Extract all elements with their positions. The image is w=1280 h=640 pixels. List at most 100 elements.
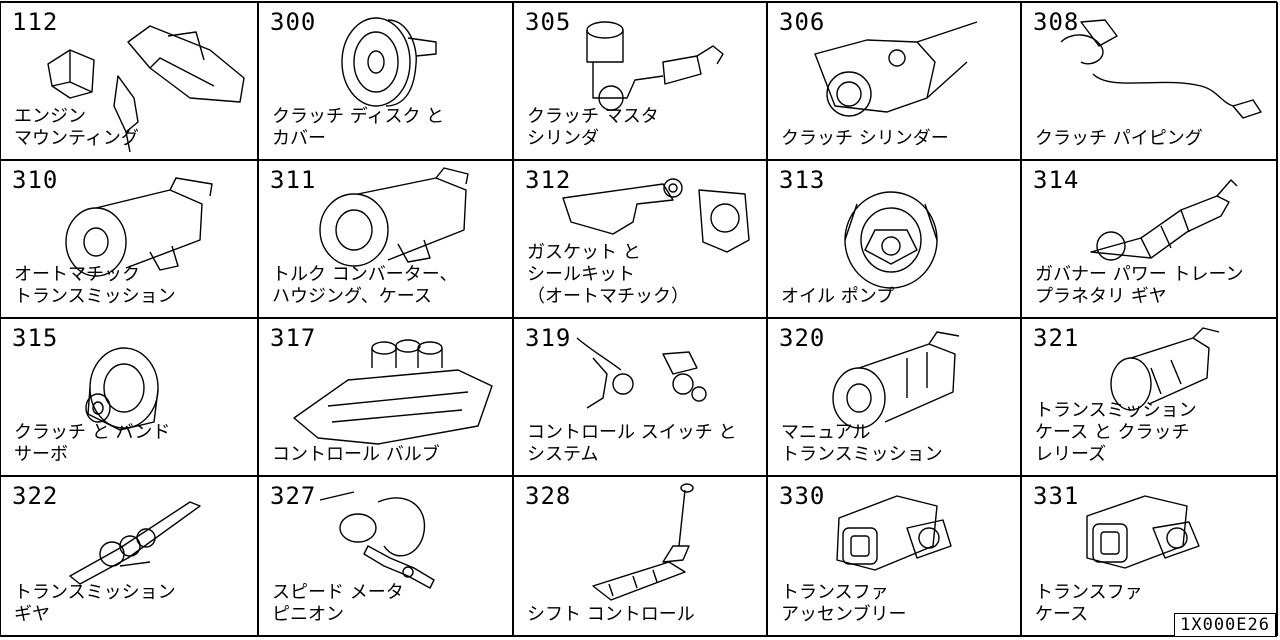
part-cell-305[interactable]: 305 クラッチ マスタシリンダ bbox=[513, 2, 767, 160]
part-name: マニュアルトランスミッション bbox=[781, 422, 943, 466]
part-name-line: サーボ bbox=[14, 444, 68, 465]
part-cell-310[interactable]: 310 オートマチックトランスミッション bbox=[0, 160, 258, 318]
part-name: クラッチ マスタシリンダ bbox=[527, 106, 659, 150]
part-name-line: オイル ポンプ bbox=[781, 286, 895, 307]
part-cell-308[interactable]: 308 クラッチ パイピング bbox=[1021, 2, 1277, 160]
part-name-line: コントロール スイッチ と bbox=[527, 422, 737, 443]
transfer-case-icon bbox=[1086, 495, 1200, 569]
part-code: 315 bbox=[12, 324, 59, 352]
clutch-disc-icon bbox=[341, 17, 437, 107]
clutch-piping-icon bbox=[1060, 19, 1262, 119]
part-name-line: アッセンブリー bbox=[781, 604, 907, 625]
part-cell-112[interactable]: 112 エンジンマウンティング bbox=[0, 2, 258, 160]
part-name: コントロール スイッチ とシステム bbox=[527, 422, 736, 466]
part-name: トランスファアッセンブリー bbox=[781, 582, 906, 626]
part-code: 306 bbox=[779, 8, 826, 36]
part-name: オイル ポンプ bbox=[781, 286, 894, 308]
part-name-line: トランスファ bbox=[1035, 582, 1143, 603]
control-valve-icon bbox=[293, 339, 493, 445]
part-name-line: システム bbox=[527, 444, 599, 465]
part-name-line: シフト コントロール bbox=[527, 604, 695, 625]
part-name-line: カバー bbox=[272, 128, 326, 149]
part-name-line: ガスケット と bbox=[527, 242, 641, 263]
part-code: 313 bbox=[779, 166, 826, 194]
part-name: オートマチックトランスミッション bbox=[14, 264, 176, 308]
part-code: 330 bbox=[779, 482, 826, 510]
part-code: 310 bbox=[12, 166, 59, 194]
part-cell-312[interactable]: 312 ガスケット とシールキット（オートマチック） bbox=[513, 160, 767, 318]
engine-mounting-icon bbox=[47, 25, 245, 153]
master-cylinder-icon bbox=[586, 21, 724, 111]
part-name-line: スピード メータ bbox=[272, 582, 404, 603]
part-name: トランスミッションギヤ bbox=[14, 582, 176, 626]
transfer-assembly-icon bbox=[836, 495, 952, 571]
part-code: 328 bbox=[525, 482, 572, 510]
part-name: ガスケット とシールキット（オートマチック） bbox=[527, 242, 689, 308]
part-name-line: トランスミッション bbox=[781, 444, 943, 465]
part-code: 314 bbox=[1033, 166, 1080, 194]
shift-control-icon bbox=[592, 483, 694, 601]
transmission-gear-icon bbox=[69, 501, 201, 585]
part-cell-327[interactable]: 327 スピード メータピニオン bbox=[258, 476, 513, 636]
part-cell-331[interactable]: 331 トランスファケース bbox=[1021, 476, 1277, 636]
auto-transmission-icon bbox=[65, 177, 213, 277]
part-cell-306[interactable]: 306 クラッチ シリンダー bbox=[767, 2, 1021, 160]
part-cell-300[interactable]: 300 クラッチ ディスク とカバー bbox=[258, 2, 513, 160]
part-code: 327 bbox=[270, 482, 317, 510]
part-name-line: ケース と クラッチ bbox=[1035, 422, 1190, 443]
part-name-line: ギヤ bbox=[14, 604, 50, 625]
part-name-line: クラッチ パイピング bbox=[1035, 128, 1203, 149]
part-name: トランスミッションケース と クラッチレリーズ bbox=[1035, 400, 1197, 466]
part-name-line: トランスミッション bbox=[14, 286, 176, 307]
part-name-line: クラッチ シリンダー bbox=[781, 128, 949, 149]
part-name-line: ケース bbox=[1035, 604, 1089, 625]
control-switch-icon bbox=[576, 337, 707, 409]
part-code: 311 bbox=[270, 166, 317, 194]
part-name-line: （オートマチック） bbox=[527, 286, 689, 307]
part-code: 312 bbox=[525, 166, 572, 194]
part-name-line: クラッチ ディスク と bbox=[272, 106, 445, 127]
part-cell-314[interactable]: 314 ガバナー パワー トレーンプラネタリ ギヤ bbox=[1021, 160, 1277, 318]
part-cell-320[interactable]: 320 マニュアルトランスミッション bbox=[767, 318, 1021, 476]
part-name: クラッチ シリンダー bbox=[781, 128, 949, 150]
part-cell-313[interactable]: 313 オイル ポンプ bbox=[767, 160, 1021, 318]
diagram-reference-code: 1X000E26 bbox=[1174, 613, 1276, 637]
part-code: 321 bbox=[1033, 324, 1080, 352]
part-name-line: マニュアル bbox=[781, 422, 871, 443]
part-name: エンジンマウンティング bbox=[14, 106, 139, 150]
part-cell-328[interactable]: 328 シフト コントロール bbox=[513, 476, 767, 636]
part-code: 112 bbox=[12, 8, 59, 36]
part-code: 308 bbox=[1033, 8, 1080, 36]
part-cell-317[interactable]: 317 コントロール バルブ bbox=[258, 318, 513, 476]
part-code: 300 bbox=[270, 8, 317, 36]
part-cell-315[interactable]: 315 クラッチ と バンドサーボ bbox=[0, 318, 258, 476]
gasket-kit-icon bbox=[562, 178, 750, 253]
part-code: 305 bbox=[525, 8, 572, 36]
part-name: クラッチ パイピング bbox=[1035, 128, 1203, 150]
part-code: 320 bbox=[779, 324, 826, 352]
torque-converter-icon bbox=[319, 167, 469, 267]
part-name-line: トランスファ bbox=[781, 582, 889, 603]
part-cell-321[interactable]: 321 トランスミッションケース と クラッチレリーズ bbox=[1021, 318, 1277, 476]
part-name-line: ガバナー パワー トレーン bbox=[1035, 264, 1244, 285]
part-name-line: エンジン bbox=[14, 106, 86, 127]
part-name-line: トランスミッション bbox=[1035, 400, 1197, 421]
part-name: クラッチ ディスク とカバー bbox=[272, 106, 444, 150]
oil-pump-icon bbox=[844, 191, 938, 289]
part-code: 317 bbox=[270, 324, 317, 352]
part-name-line: クラッチ マスタ bbox=[527, 106, 659, 127]
part-name: スピード メータピニオン bbox=[272, 582, 404, 626]
part-name-line: クラッチ と バンド bbox=[14, 422, 171, 443]
part-name-line: オートマチック bbox=[14, 264, 140, 285]
part-name-line: ピニオン bbox=[272, 604, 344, 625]
part-name-line: シリンダ bbox=[527, 128, 599, 149]
part-code: 331 bbox=[1033, 482, 1080, 510]
part-name-line: プラネタリ ギヤ bbox=[1035, 286, 1167, 307]
part-cell-330[interactable]: 330 トランスファアッセンブリー bbox=[767, 476, 1021, 636]
part-name-line: コントロール バルブ bbox=[272, 444, 440, 465]
